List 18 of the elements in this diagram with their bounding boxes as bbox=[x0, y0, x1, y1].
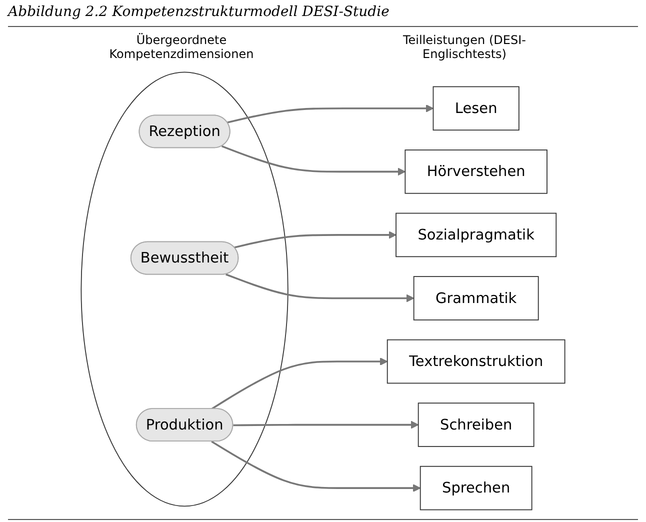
figure-title: Abbildung 2.2 Kompetenzstrukturmodell DESI-Studie bbox=[6, 3, 390, 22]
column-heading: Teilleistungen (DESI-Englischtests) bbox=[402, 33, 527, 61]
arrow bbox=[226, 274, 414, 302]
arrow bbox=[233, 420, 419, 429]
column-heading: Übergeordnete Kompetenzdimensionen bbox=[108, 33, 255, 61]
node-box: Grammatik bbox=[413, 276, 539, 320]
node-box: Sozialpragmatik bbox=[396, 212, 557, 258]
arrow bbox=[211, 358, 388, 410]
node-box: Sprechen bbox=[420, 466, 532, 510]
arrow bbox=[234, 230, 396, 248]
node-box: Hörverstehen bbox=[404, 150, 548, 194]
arrow bbox=[221, 145, 406, 176]
arrow bbox=[227, 104, 434, 124]
node-box: Textrekonstruktion bbox=[386, 339, 566, 384]
arrow bbox=[211, 440, 421, 492]
node-box: Lesen bbox=[432, 86, 520, 131]
node-box: Schreiben bbox=[418, 402, 534, 447]
cluster bbox=[80, 72, 288, 507]
